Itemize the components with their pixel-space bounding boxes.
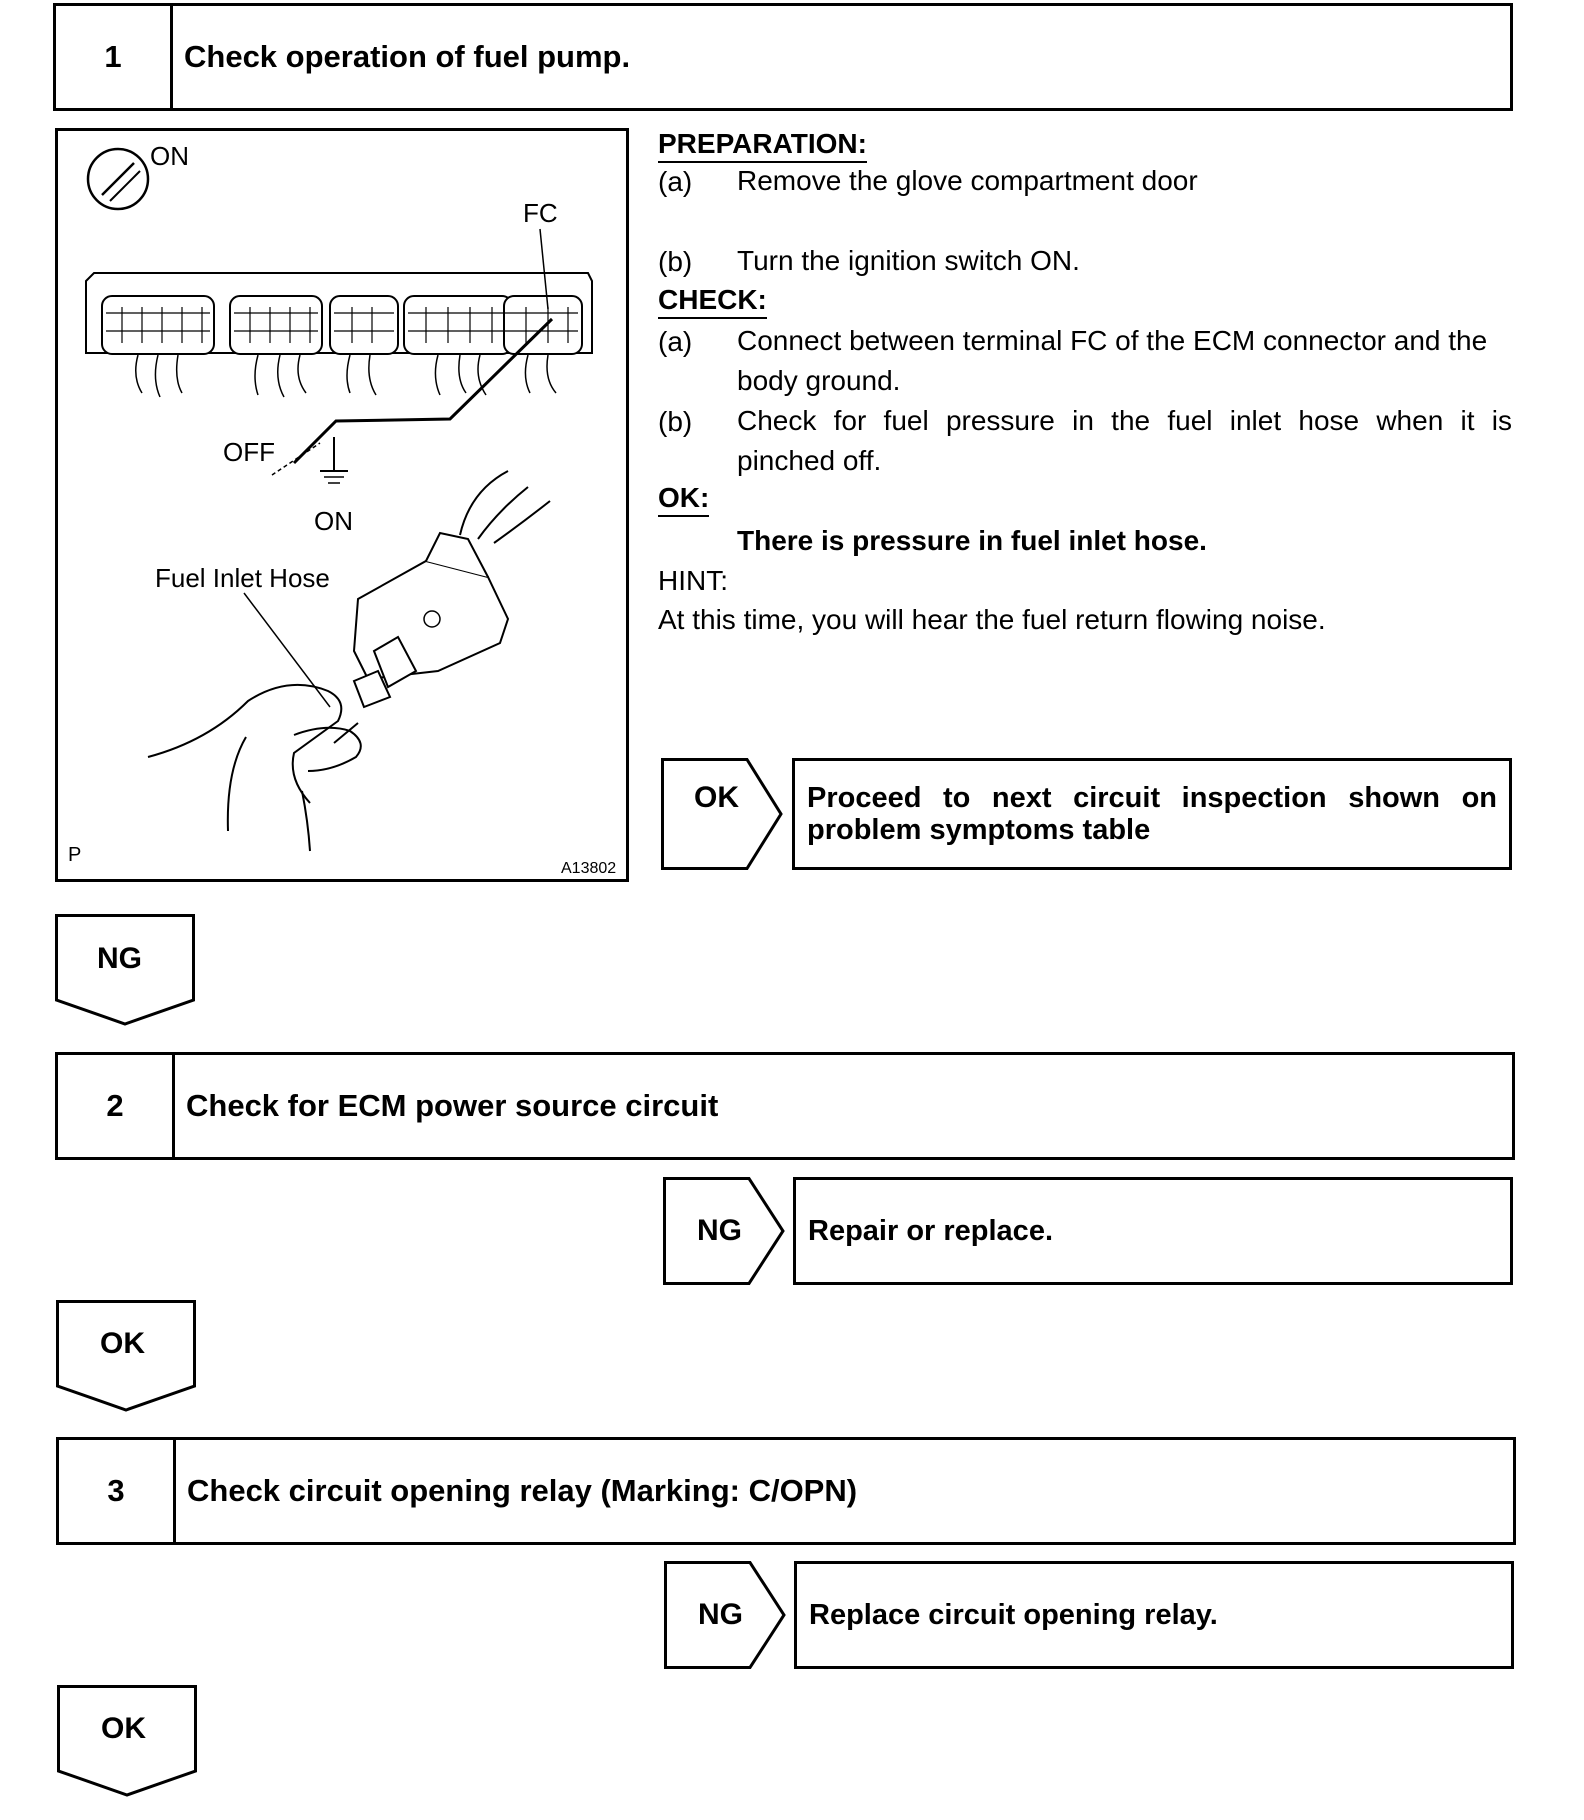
ok-result-box: Proceed to next circuit inspection shown… bbox=[792, 758, 1512, 870]
step2-ng-label: NG bbox=[697, 1214, 742, 1247]
step3-number: 3 bbox=[59, 1440, 176, 1542]
step3-ng-label: NG bbox=[698, 1598, 743, 1631]
figure-label-fuel-inlet-hose: Fuel Inlet Hose bbox=[155, 563, 330, 593]
ok-criteria-text: There is pressure in fuel inlet hose. bbox=[737, 525, 1207, 556]
figure-label-fc: FC bbox=[523, 198, 558, 228]
check-item-a-letter: (a) bbox=[658, 326, 693, 357]
step2-ok-down-arrow bbox=[56, 1300, 196, 1412]
step1-title: Check operation of fuel pump. bbox=[184, 39, 631, 74]
prep-item-b-text: Turn the ignition switch ON. bbox=[737, 245, 1080, 276]
ng-down-label: NG bbox=[97, 942, 142, 975]
step2-ok-down-label: OK bbox=[100, 1327, 145, 1360]
step3-title: Check circuit opening relay (Marking: C/… bbox=[187, 1473, 858, 1508]
step3-ng-arrow bbox=[664, 1561, 786, 1669]
step1-header: 1 Check operation of fuel pump. bbox=[53, 3, 1513, 111]
prep-item-a-letter: (a) bbox=[658, 166, 693, 197]
ok-result-label: OK bbox=[694, 781, 739, 814]
hint-text: At this time, you will hear the fuel ret… bbox=[658, 604, 1326, 635]
step2-ng-result-box: Repair or replace. bbox=[793, 1177, 1513, 1285]
figure-label-ignition-on: ON bbox=[150, 141, 189, 171]
prep-item-b-letter: (b) bbox=[658, 246, 693, 277]
step3-ok-down-label: OK bbox=[101, 1712, 146, 1745]
step3-header: 3 Check circuit opening relay (Marking: … bbox=[56, 1437, 1516, 1545]
figure-id: A13802 bbox=[561, 860, 617, 877]
step2-ng-arrow bbox=[663, 1177, 785, 1285]
step2-number: 2 bbox=[58, 1055, 175, 1157]
step2-title: Check for ECM power source circuit bbox=[186, 1088, 719, 1123]
figure-label-off: OFF bbox=[223, 437, 275, 467]
ok-result-arrow bbox=[661, 758, 783, 870]
check-item-b-letter: (b) bbox=[658, 406, 693, 437]
step2-ng-result-text: Repair or replace. bbox=[808, 1215, 1053, 1247]
ok-heading: OK: bbox=[658, 480, 710, 517]
ecm-fuel-hose-illustration bbox=[85, 147, 593, 852]
ng-down-arrow bbox=[55, 914, 195, 1026]
figure-label-on: ON bbox=[314, 506, 353, 536]
check-item-a-text: Connect between terminal FC of the ECM c… bbox=[737, 325, 1488, 396]
check-heading: CHECK: bbox=[658, 282, 767, 319]
ok-result-text: Proceed to next circuit inspection shown… bbox=[807, 782, 1497, 846]
check-item-b-text: Check for fuel pressure in the fuel inle… bbox=[737, 405, 1512, 476]
preparation-heading: PREPARATION: bbox=[658, 126, 867, 163]
step3-ng-result-text: Replace circuit opening relay. bbox=[809, 1599, 1218, 1631]
step3-ng-result-box: Replace circuit opening relay. bbox=[794, 1561, 1514, 1669]
step2-header: 2 Check for ECM power source circuit bbox=[55, 1052, 1515, 1160]
step1-number: 1 bbox=[56, 6, 173, 108]
fuel-pump-figure: ON FC OFF ON Fuel Inlet Hose P A13802 bbox=[55, 128, 629, 882]
prep-item-a-text: Remove the glove compartment door bbox=[737, 165, 1198, 196]
hint-heading: HINT: bbox=[658, 565, 728, 596]
step3-ok-down-arrow bbox=[57, 1685, 197, 1797]
figure-corner-code: P bbox=[68, 844, 82, 866]
